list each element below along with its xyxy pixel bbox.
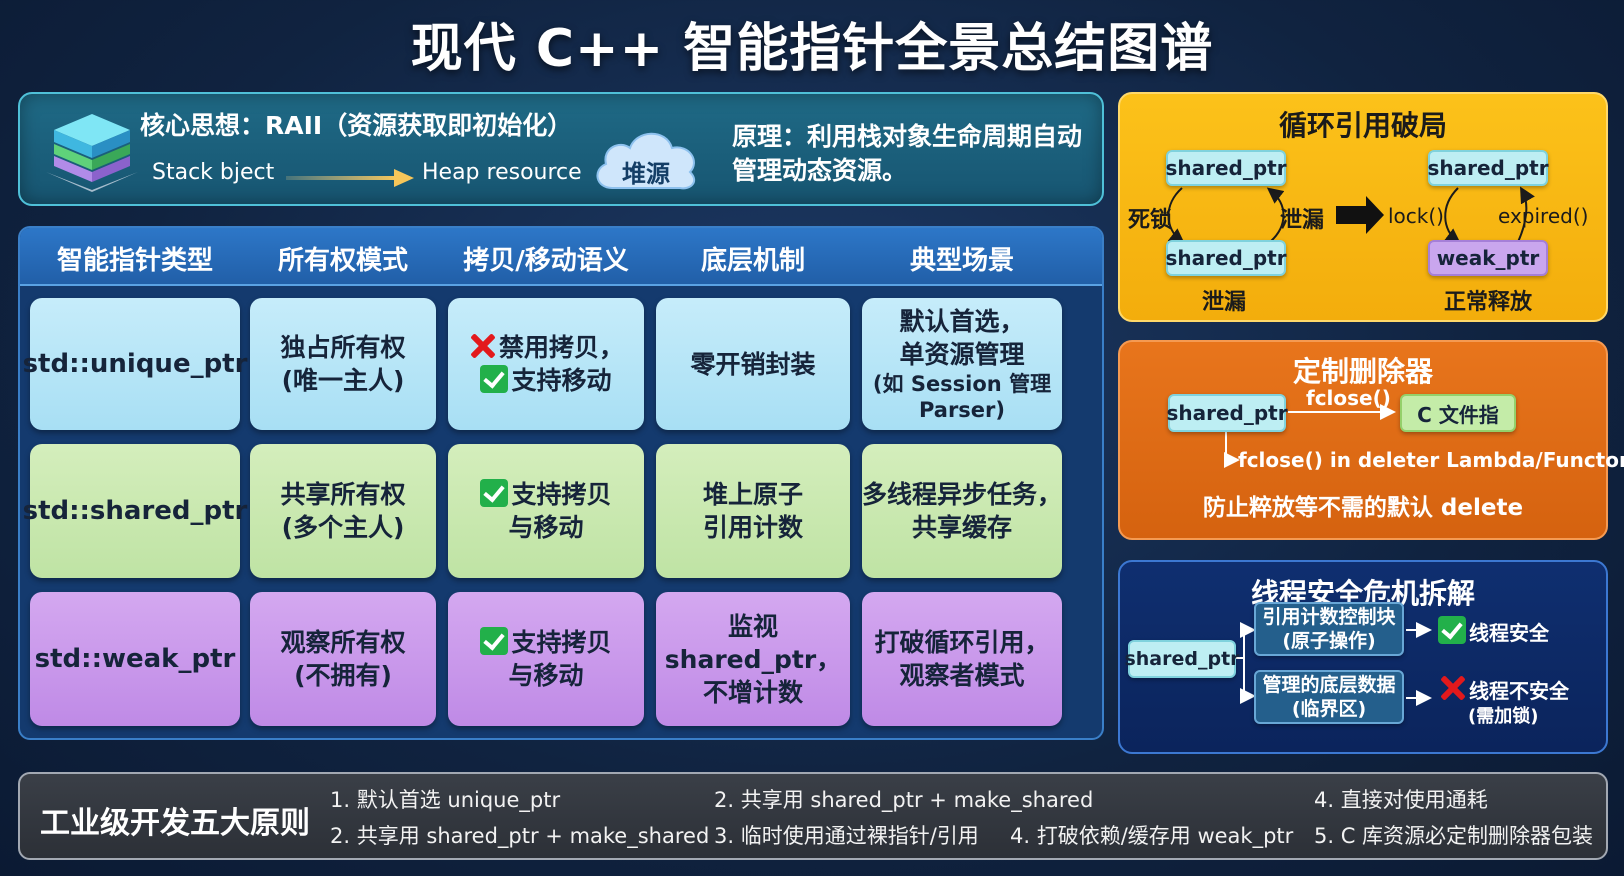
check-icon — [480, 627, 509, 655]
header-type: 智能指针类型 — [56, 246, 213, 276]
leak-bottom-label: 泄漏 — [1202, 290, 1247, 315]
principle-item: 2. 共享用 shared_ptr + make_shared — [714, 788, 1094, 812]
table-row-shared-type: std::shared_ptr — [23, 444, 247, 578]
expired-label: expired() — [1498, 204, 1589, 228]
thread-unsafe-label: 线程不安全 — [1438, 674, 1569, 704]
thread-safe-label: 线程安全 — [1438, 616, 1549, 646]
table-row-unique-mechanism: 零开销封装 — [656, 298, 850, 430]
check-icon — [480, 365, 509, 393]
cycle-arrows — [1167, 186, 1535, 245]
thread-arrows — [1236, 622, 1432, 706]
principles-footer: 工业级开发五大原则 1. 默认首选 unique_ptr 2. 共享用 shar… — [18, 772, 1608, 860]
deleter-arrows — [1224, 404, 1396, 468]
header-semantics: 拷贝/移动语义 — [463, 246, 629, 276]
cycle-box-top-right: shared_ptr — [1427, 150, 1549, 186]
principle-item: 3. 临时使用通过裸指针/引用 — [714, 824, 979, 848]
table-row-weak-mechanism: 监视 shared_ptr，不增计数 — [656, 592, 850, 726]
deleter-box-shared-ptr: shared_ptr — [1166, 394, 1288, 432]
raii-heading: 核心思想：RAII（资源获取即初始化） — [140, 111, 573, 140]
footer-title: 工业级开发五大原则 — [40, 806, 310, 841]
heap-resource-label: Heap resource — [422, 160, 582, 185]
principle-item: 2. 共享用 shared_ptr + make_shared — [330, 824, 710, 848]
table-row-weak-type: std::weak_ptr — [30, 592, 240, 726]
table-row-shared-mechanism: 堆上原子引用计数 — [656, 444, 850, 578]
deadlock-label: 死锁 — [1128, 208, 1173, 233]
deleter-note: fclose() in deleter Lambda/Functor — [1238, 448, 1624, 472]
header-mechanism: 底层机制 — [700, 246, 805, 276]
layered-cube-icon — [46, 114, 138, 192]
cloud-label: 堆源 — [622, 160, 670, 188]
table-row-shared-scenario: 多线程异步任务，共享缓存 — [862, 444, 1062, 578]
table-row-weak-semantics: 支持拷贝 与移动 — [448, 592, 644, 726]
arrow-right-icon — [286, 169, 414, 187]
check-icon — [1438, 616, 1466, 644]
cloud-icon — [596, 132, 696, 190]
table-row-weak-ownership: 观察所有权(不拥有) — [250, 592, 436, 726]
thread-branch-control-block: 引用计数控制块(原子操作) — [1254, 602, 1404, 656]
cross-icon — [1438, 674, 1466, 702]
thread-safety-panel: 线程安全危机拆解 shared_ptr 引用计数控制块(原子操作) 管理的底层数… — [1118, 560, 1608, 754]
principle-item: 4. 直接对使用通耗 — [1314, 788, 1488, 812]
table-row-unique-scenario: 默认首选， 单资源管理 (如 Session 管理 Parser) — [862, 298, 1062, 430]
page-title: 现代 C++ 智能指针全景总结图谱 — [410, 19, 1214, 79]
custom-deleter-panel: 定制删除器 shared_ptr fclose() C 文件指 fclose()… — [1118, 340, 1624, 540]
header-scenario: 典型场景 — [909, 246, 1014, 276]
table-row-shared-ownership: 共享所有权(多个主人) — [250, 444, 436, 578]
thread-unsafe-note: (需加锁) — [1468, 706, 1539, 727]
table-row-unique-semantics: 禁用拷贝， 支持移动 — [448, 298, 644, 430]
check-icon — [480, 479, 509, 507]
cycle-box-bottom-left: shared_ptr — [1165, 240, 1287, 276]
deleter-box-c-file: C 文件指 — [1400, 394, 1516, 432]
stack-object-label: Stack bject — [152, 160, 275, 185]
deleter-title: 定制删除器 — [1292, 355, 1433, 388]
table-row-shared-semantics: 支持拷贝 与移动 — [448, 444, 644, 578]
cycle-box-top-left: shared_ptr — [1165, 150, 1287, 186]
smart-pointer-table: 智能指针类型 所有权模式 拷贝/移动语义 底层机制 典型场景 std::uniq… — [18, 226, 1104, 740]
table-row-weak-scenario: 打破循环引用，观察者模式 — [862, 592, 1062, 726]
table-row-unique-type: std::unique_ptr — [23, 298, 247, 430]
cycle-box-bottom-right: weak_ptr — [1428, 240, 1548, 276]
cycle-reference-panel: 循环引用破局 shared_ptr shared_ptr shared_ptr … — [1118, 92, 1608, 322]
table-row-unique-ownership: 独占所有权(唯一主人) — [250, 298, 436, 430]
header-ownership: 所有权模式 — [277, 246, 408, 276]
cycle-title: 循环引用破局 — [1278, 109, 1447, 142]
raii-panel: 核心思想：RAII（资源获取即初始化） Stack bject Heap res… — [18, 92, 1104, 206]
deleter-summary: 防止粹放等不需的默认 delete — [1202, 495, 1524, 521]
raii-principle: 原理：利用栈对象生命周期自动管理动态资源。 — [732, 122, 1083, 185]
principle-item: 5. C 库资源必定制删除器包装 — [1314, 824, 1594, 848]
principle-item: 1. 默认首选 unique_ptr — [330, 788, 561, 812]
thread-branch-data: 管理的底层数据(临界区) — [1254, 670, 1404, 724]
table-header: 智能指针类型 所有权模式 拷贝/移动语义 底层机制 典型场景 — [20, 228, 1102, 286]
cross-icon — [468, 332, 496, 360]
principle-item: 4. 打破依赖/缓存用 weak_ptr — [1010, 824, 1294, 848]
lock-label: lock() — [1388, 204, 1444, 228]
normal-release-label: 正常释放 — [1444, 290, 1533, 315]
leak-side-label: 泄漏 — [1280, 208, 1325, 233]
fclose-edge-label: fclose() — [1306, 386, 1391, 410]
thread-root-shared-ptr: shared_ptr — [1124, 640, 1240, 678]
